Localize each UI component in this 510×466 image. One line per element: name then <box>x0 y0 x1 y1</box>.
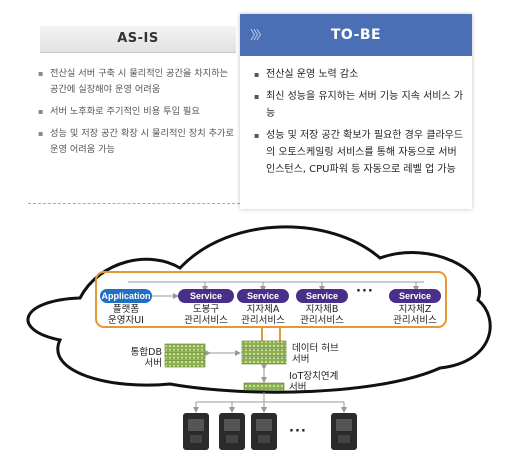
services-group-box <box>95 271 447 328</box>
to-be-title: TO-BE <box>330 27 382 43</box>
service-label-line1: 도봉구 <box>192 304 220 315</box>
service-label-line1: 지자체A <box>246 304 280 315</box>
platform-label-line2: 운영자UI <box>108 315 144 326</box>
service-pill: Service <box>296 289 348 303</box>
application-pill: Application <box>100 289 152 303</box>
service-dobong-label: 도봉구 관리서비스 <box>176 304 236 326</box>
to-be-list: 전산실 운영 노력 감소 최신 성능을 유지하는 서버 기능 지속 서비스 가능… <box>254 66 466 183</box>
services-ellipsis: ··· <box>356 284 374 299</box>
service-label-line1: 지자체Z <box>398 304 432 315</box>
to-be-header: 〉〉〉 TO-BE <box>240 14 472 56</box>
iot-device-icon <box>331 413 357 450</box>
as-is-title: AS-IS <box>117 31 159 46</box>
service-b-label: 지자체B 관리서비스 <box>294 304 350 326</box>
iot-link-server-icon <box>243 382 285 391</box>
data-hub-label: 데이터 허브 서버 <box>292 343 339 365</box>
iot-label-line2: 서버 <box>289 382 307 393</box>
iot-device-icon <box>183 413 209 450</box>
service-label-line2: 관리서비스 <box>300 315 344 326</box>
hub-label-line2: 서버 <box>292 354 310 365</box>
chevron-right-icon: 〉〉〉 <box>250 28 268 42</box>
to-be-item: 성능 및 저장 공간 확보가 필요한 경우 클라우드의 오토스케일링 서비스를 … <box>254 127 466 178</box>
to-be-item: 최신 성능을 유지하는 서버 기능 지속 서비스 가능 <box>254 88 466 122</box>
as-is-header: AS-IS <box>40 26 236 53</box>
as-is-divider <box>28 203 240 204</box>
devices-ellipsis: ··· <box>289 424 307 439</box>
service-a-label: 지자체A 관리서비스 <box>235 304 291 326</box>
service-z-label: 지자체Z 관리서비스 <box>387 304 443 326</box>
platform-label: 플랫폼 운영자UI <box>100 304 152 326</box>
iot-server-label: IoT장치연계 서버 <box>289 371 338 393</box>
iot-device-icon <box>219 413 245 450</box>
data-hub-server-icon <box>241 340 287 365</box>
platform-label-line1: 플랫폼 <box>112 304 140 315</box>
iot-device-icon <box>251 413 277 450</box>
as-is-item: 성능 및 저장 공간 확장 시 물리적인 장치 추가로 운영 어려움 가능 <box>38 126 238 158</box>
service-label-line2: 관리서비스 <box>393 315 437 326</box>
service-pill: Service <box>178 289 234 303</box>
to-be-item: 전산실 운영 노력 감소 <box>254 66 466 83</box>
iot-label-line1: IoT장치연계 <box>289 371 339 382</box>
to-be-panel: 〉〉〉 TO-BE 전산실 운영 노력 감소 최신 성능을 유지하는 서버 기능… <box>240 14 472 209</box>
as-is-list: 전산실 서버 구축 시 물리적인 공간을 차지하는 공간에 실장해야 운영 어려… <box>38 66 238 164</box>
service-label-line1: 지자체B <box>305 304 339 315</box>
service-label-line2: 관리서비스 <box>184 315 228 326</box>
db-label-line1: 통합DB <box>130 347 162 358</box>
integrated-db-server-icon <box>164 343 206 368</box>
hub-label-line1: 데이터 허브 <box>292 343 339 354</box>
db-label-line2: 서버 <box>144 358 162 369</box>
service-pill: Service <box>389 289 441 303</box>
service-pill: Service <box>237 289 289 303</box>
service-label-line2: 관리서비스 <box>241 315 285 326</box>
as-is-item: 전산실 서버 구축 시 물리적인 공간을 차지하는 공간에 실장해야 운영 어려… <box>38 66 238 98</box>
cloud-outline <box>26 225 492 394</box>
as-is-item: 서버 노후화로 주기적인 비용 투입 필요 <box>38 104 238 120</box>
integrated-db-label: 통합DB 서버 <box>120 347 162 369</box>
